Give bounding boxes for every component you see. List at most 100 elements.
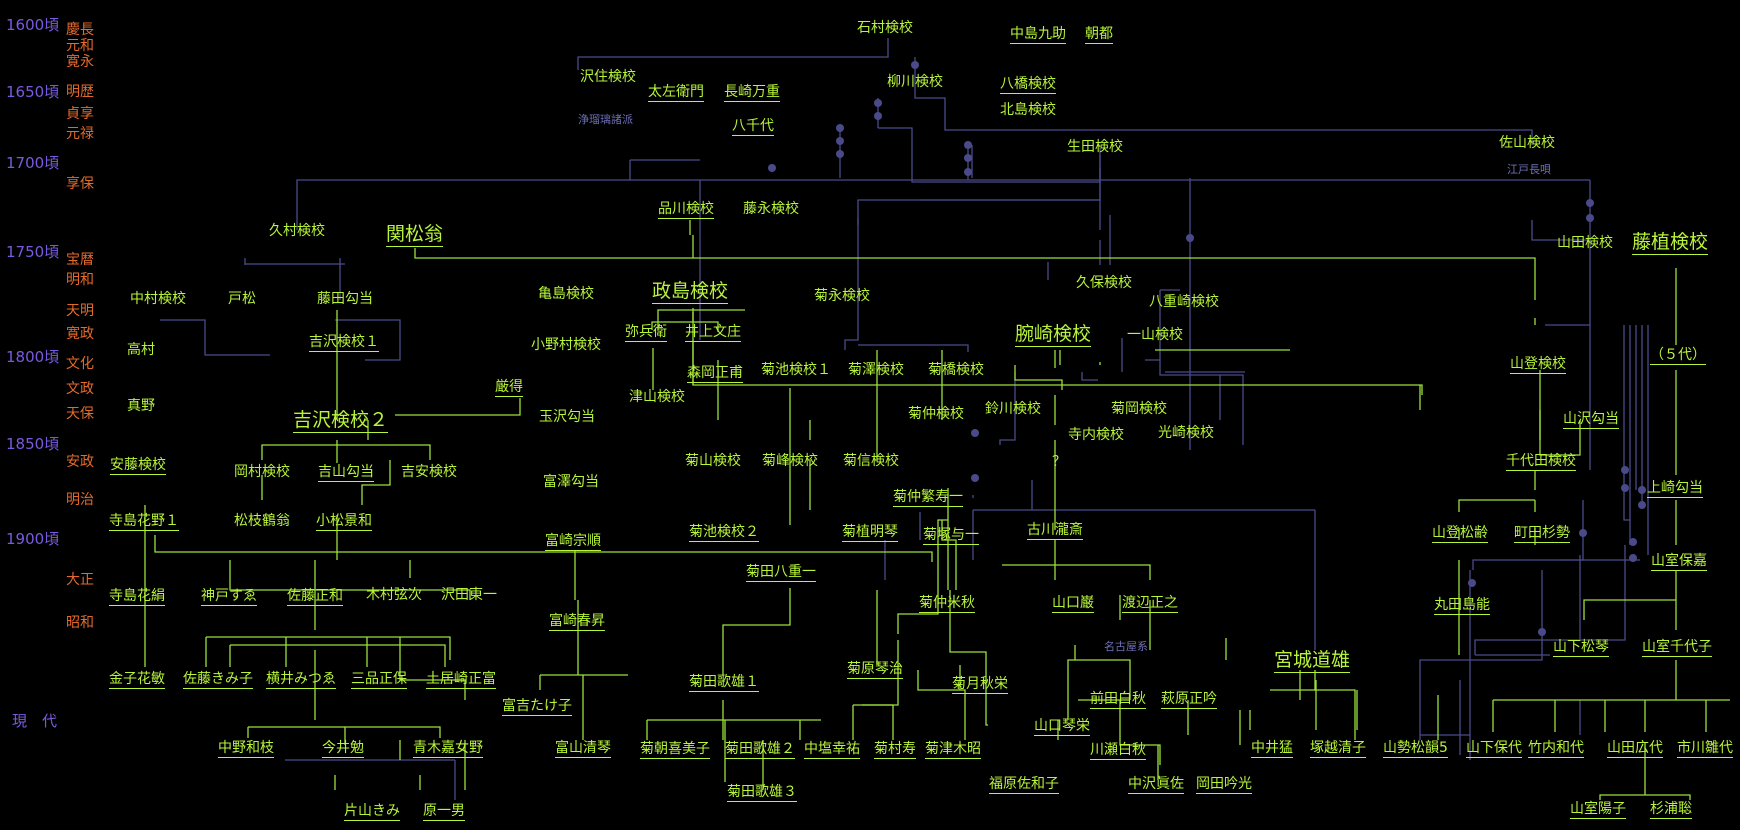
- person-moriokamasahiro: 森岡正甫: [687, 365, 743, 383]
- person-komatsu: 小松景和: [316, 513, 372, 531]
- person-yamaseShoin: 山勢松韻5: [1383, 740, 1448, 758]
- person-kikuue: 菊植明琴: [842, 524, 898, 542]
- year-modern: 現 代: [12, 712, 58, 730]
- note-question: ？: [1052, 454, 1066, 470]
- person-kawase: 川瀬白秋: [1090, 742, 1146, 760]
- era-label: 昭和: [66, 615, 94, 631]
- person-mitsuzaki: 光崎検校: [1158, 425, 1214, 441]
- person-gentoku: 厳得: [495, 379, 523, 397]
- note-joruri: 浄瑠璃諸派: [578, 113, 633, 126]
- person-yoshiyasu: 吉安検校: [401, 464, 457, 480]
- person-yamazawa: 山沢勾当: [1563, 411, 1619, 429]
- person-terauchi: 寺内検校: [1068, 427, 1124, 443]
- person-yaezaki: 八重崎検校: [1149, 294, 1219, 310]
- person-kikunaga: 菊永検校: [814, 288, 870, 304]
- person-mano: 真野: [127, 398, 155, 414]
- person-imai: 今井勉: [322, 740, 364, 758]
- person-sawada: 沢田東一: [441, 587, 497, 603]
- person-shinagawa: 品川検校: [658, 201, 714, 219]
- person-yachiyo: 八千代: [732, 118, 774, 136]
- person-yoshizawa1: 吉沢検校１: [309, 334, 379, 352]
- person-yahee: 弥兵衛: [625, 324, 667, 342]
- era-label: 元禄: [66, 126, 94, 142]
- year-1600: 1600頃: [6, 16, 60, 34]
- person-nakaiTakeshi: 中井猛: [1251, 740, 1293, 758]
- year-1750: 1750頃: [6, 243, 60, 261]
- era-label: 明和: [66, 272, 94, 288]
- person-maedaHakushu: 前田白秋: [1090, 691, 1146, 709]
- person-nagasaki: 長崎万重: [724, 84, 780, 102]
- person-yamaguchiKinsho: 山口琴栄: [1034, 718, 1090, 736]
- person-sugiura: 杉浦聡: [1650, 801, 1692, 819]
- person-tamazawa: 玉沢勾当: [539, 409, 595, 425]
- person-sekishoo: 関松翁: [386, 223, 444, 247]
- person-kamisaki: 上崎勾当: [1647, 480, 1703, 498]
- year-1800: 1800頃: [6, 348, 60, 366]
- person-kamejima: 亀島検校: [538, 286, 594, 302]
- person-kikuharaKotoji: 菊原琴治: [847, 661, 903, 679]
- era-label: 文政: [66, 381, 94, 397]
- person-doi: 土居崎正富: [426, 671, 496, 689]
- person-ikuta: 生田検校: [1067, 139, 1123, 155]
- person-kikuike1: 菊池検校１: [761, 362, 831, 378]
- person-miyagi: 宮城道雄: [1274, 649, 1351, 673]
- person-fujinaga: 藤永検校: [743, 201, 799, 217]
- person-kaneko: 金子花敏: [109, 671, 165, 689]
- person-hara: 原一男: [423, 803, 465, 821]
- person-kikunakaYoneaki: 菊仲米秋: [919, 595, 975, 613]
- person-kikutsukiShuei: 菊月秋栄: [952, 676, 1008, 694]
- person-kikunakajuichi: 菊仲繁寿一: [893, 489, 963, 507]
- person-sato: 佐藤正和: [287, 588, 343, 606]
- person-yamanoboriShoro: 山登松齢: [1432, 525, 1488, 543]
- person-kaizaki: 腕崎検校: [1015, 323, 1092, 347]
- year-1900: 1900頃: [6, 530, 60, 548]
- person-okamura: 岡村検校: [234, 464, 290, 480]
- person-yamashitaYasuyo: 山下保代: [1466, 740, 1522, 758]
- blue-lines: [160, 38, 1649, 800]
- person-tsuyama: 津山検校: [629, 389, 685, 405]
- note-edo-nagauta: 江戸長唄: [1507, 163, 1551, 176]
- person-fujita: 藤田勾当: [317, 291, 373, 307]
- era-label: 宝暦: [66, 252, 94, 268]
- person-katayama: 片山きみ: [344, 803, 400, 821]
- person-sayama: 佐山検校: [1499, 135, 1555, 151]
- person-kikuzuka: 菊塚与一: [923, 527, 979, 545]
- person-terashima1: 寺島花野１: [109, 513, 179, 531]
- person-kimura: 木村弦次: [366, 587, 422, 603]
- person-kikutaUtao1: 菊田歌雄１: [689, 674, 759, 692]
- person-satoKimiko: 佐藤きみ子: [183, 671, 253, 689]
- era-label: 元和: [66, 38, 94, 54]
- person-godai: （５代）: [1650, 347, 1706, 365]
- person-yamashitaShokin: 山下松琴: [1553, 639, 1609, 657]
- person-kikutsu: 菊津木昭: [925, 741, 981, 759]
- person-marutaShimano: 丸田島能: [1434, 597, 1490, 615]
- person-yamaguchiIwao: 山口巌: [1052, 595, 1094, 613]
- person-kitajima: 北島検校: [1000, 102, 1056, 118]
- person-asato: 朝都: [1085, 26, 1113, 44]
- person-kikushin: 菊信検校: [843, 453, 899, 469]
- person-furukawa: 古川瀧斎: [1027, 522, 1083, 540]
- person-nakamura: 中村検校: [130, 291, 186, 307]
- person-kikuasaKimiko: 菊朝喜美子: [640, 741, 710, 759]
- person-okada: 岡田吟光: [1196, 776, 1252, 794]
- person-yatsuhashi: 八橋検校: [1000, 76, 1056, 94]
- person-nakano: 中野和枝: [218, 740, 274, 758]
- person-kikumura: 菊村寿: [874, 741, 916, 759]
- person-kobe: 神戸すゑ: [201, 588, 257, 606]
- person-yamadaHiroyo: 山田広代: [1607, 740, 1663, 758]
- person-tsukagoshi: 塚越清子: [1310, 740, 1366, 758]
- person-kikuyama: 菊山検校: [685, 453, 741, 469]
- person-fujiue: 藤植検校: [1632, 231, 1709, 255]
- person-tazaemon: 太左衛門: [648, 84, 704, 102]
- person-fukuhara: 福原佐和子: [989, 776, 1059, 794]
- person-yanagawa: 柳川検校: [887, 74, 943, 90]
- person-ando: 安藤検校: [110, 457, 166, 475]
- person-tomizakiShunsho: 富崎春昇: [549, 613, 605, 631]
- green-lines: [144, 220, 1730, 800]
- person-ishimura: 石村検校: [857, 20, 913, 36]
- person-inoue: 井上文庄: [685, 324, 741, 342]
- person-mishina: 三品正保: [351, 671, 407, 689]
- person-koyamura: 小野村検校: [531, 337, 601, 353]
- person-nakazawa: 中沢眞佐: [1128, 776, 1184, 794]
